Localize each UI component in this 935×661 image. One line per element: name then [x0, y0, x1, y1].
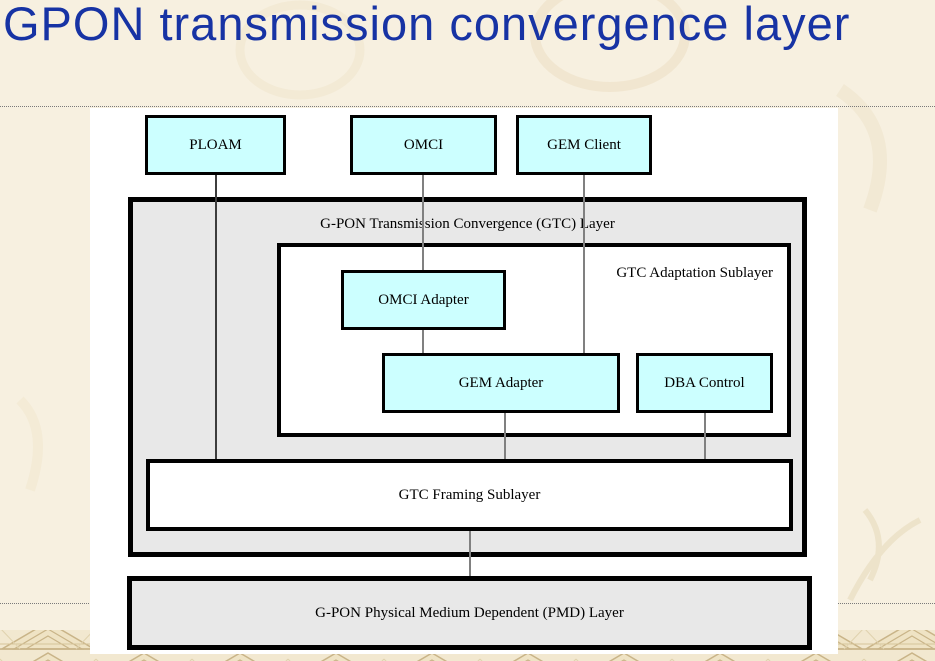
gtc-adaptation-sublayer-label: GTC Adaptation Sublayer — [616, 265, 773, 281]
box-ploam: PLOAM — [145, 115, 286, 175]
connector-gem-adapter-to-framing — [504, 413, 506, 459]
connector-omci-to-omci-adapter — [422, 175, 424, 270]
gem-adapter-label: GEM Adapter — [458, 374, 544, 391]
divider-line-top — [0, 106, 935, 107]
ploam-label: PLOAM — [189, 136, 242, 153]
box-gem-adapter: GEM Adapter — [382, 353, 620, 413]
connector-framing-to-pmd — [469, 531, 471, 576]
connector-dba-control-to-framing — [704, 413, 706, 459]
connector-ploam-to-framing — [215, 175, 217, 459]
connector-omci-adapter-to-gem-adapter — [422, 330, 424, 353]
box-gtc-framing-sublayer: GTC Framing Sublayer — [146, 459, 793, 531]
box-dba-control: DBA Control — [636, 353, 773, 413]
omci-label: OMCI — [403, 136, 444, 153]
connector-gem-client-to-gem-adapter — [583, 175, 585, 353]
pmd-layer-label: G-PON Physical Medium Dependent (PMD) La… — [315, 604, 624, 621]
dba-control-label: DBA Control — [664, 374, 745, 391]
box-omci-adapter: OMCI Adapter — [341, 270, 506, 330]
box-omci: OMCI — [350, 115, 497, 175]
box-pmd-layer: G-PON Physical Medium Dependent (PMD) La… — [127, 576, 812, 650]
gtc-layer-label: G-PON Transmission Convergence (GTC) Lay… — [320, 216, 615, 232]
slide-title: GPON transmission convergence layer — [3, 0, 851, 50]
gem-client-label: GEM Client — [547, 136, 621, 153]
box-gem-client: GEM Client — [516, 115, 652, 175]
gtc-framing-sublayer-label: GTC Framing Sublayer — [398, 486, 541, 503]
omci-adapter-label: OMCI Adapter — [378, 291, 469, 308]
diagram-panel: G-PON Transmission Convergence (GTC) Lay… — [90, 108, 838, 654]
